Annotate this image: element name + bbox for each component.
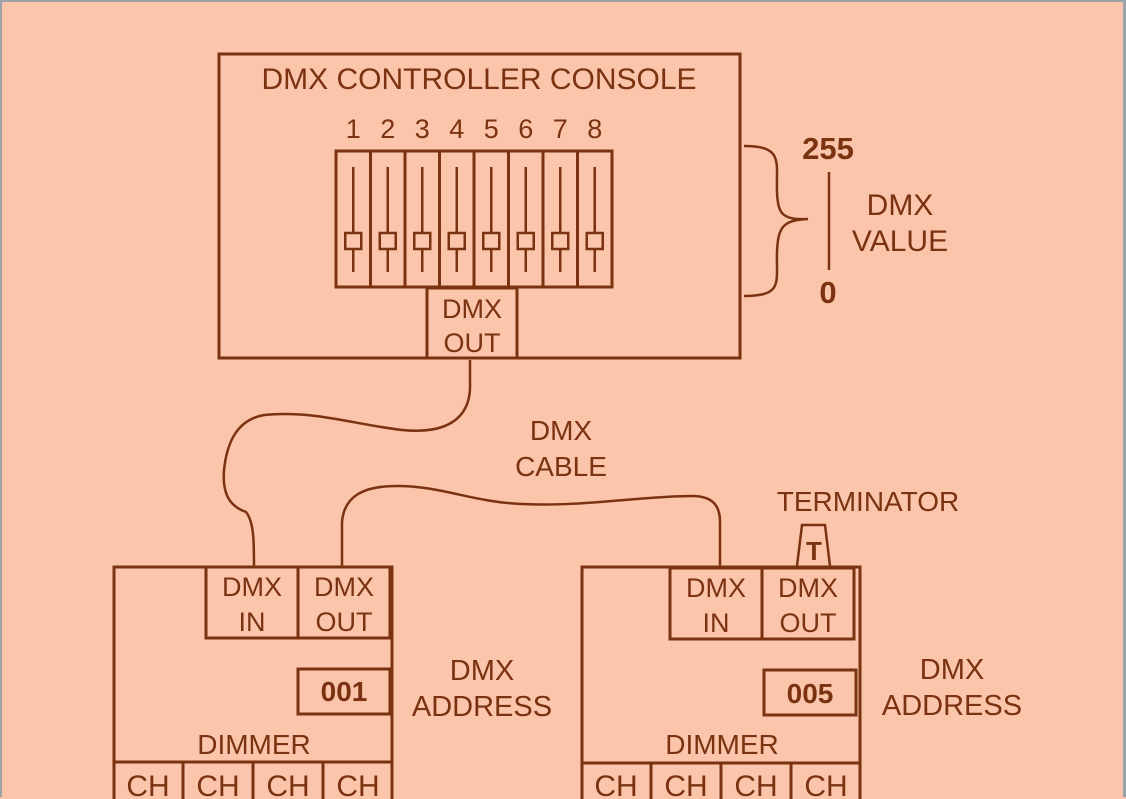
terminator-plug-icon[interactable]	[795, 523, 832, 567]
value-brace	[743, 144, 809, 298]
dimmer-2-channel[interactable]: CH	[734, 770, 777, 799]
terminator-label: TERMINATOR	[777, 486, 960, 517]
channel-number-label: 6	[518, 114, 533, 144]
dmx-cable[interactable]: DMX CABLE	[222, 360, 722, 568]
dimmer-1-channel[interactable]: CH	[266, 770, 309, 799]
channel-number-label: 2	[380, 114, 395, 144]
dimmer-2-in-line2: IN	[703, 608, 730, 638]
fader-knob[interactable]	[447, 231, 466, 251]
value-min: 0	[819, 275, 836, 310]
dimmer-1-out-line1: DMX	[314, 572, 374, 602]
dimmer-2: DMX IN DMX OUT 005 DIMMER CH CH CH CH DM…	[580, 565, 1022, 799]
dimmer-1-channel[interactable]: CH	[126, 770, 169, 799]
dimmer-1: DMX IN DMX OUT 001 DIMMER CH CH CH CH DM…	[112, 565, 552, 799]
dimmer-2-out-line1: DMX	[778, 573, 838, 603]
dimmer-1-address: 001	[321, 676, 368, 707]
cable-console-to-dimmer1[interactable]	[222, 360, 472, 568]
channel-number-label: 3	[415, 114, 430, 144]
fader-knob[interactable]	[585, 231, 604, 251]
dimmer-2-channels: CH CH CH CH	[594, 763, 848, 799]
dimmer-1-in-line2: IN	[239, 607, 266, 637]
dimmer-2-address-display[interactable]	[762, 668, 858, 717]
fader-slot	[576, 149, 614, 289]
channel-number-label: 1	[346, 114, 361, 144]
console-title: DMX CONTROLLER CONSOLE	[261, 63, 696, 96]
dimmer-1-name: DIMMER	[197, 729, 311, 760]
fader-knob[interactable]	[378, 231, 397, 251]
dimmer-2-dmx-out-port[interactable]	[760, 566, 856, 641]
dimmer-2-address-label-line1: DMX	[920, 654, 984, 686]
fader-knob[interactable]	[413, 231, 432, 251]
dimmer-2-channel[interactable]: CH	[594, 770, 637, 799]
terminator[interactable]: TERMINATOR T	[777, 486, 960, 567]
fader-knob[interactable]	[551, 231, 570, 251]
dimmer-1-channel[interactable]: CH	[196, 770, 239, 799]
dimmer-1-out-line2: OUT	[316, 607, 373, 637]
dimmer-1-dmx-out-port[interactable]	[296, 565, 392, 640]
dimmer-2-in-line1: DMX	[686, 573, 746, 603]
dimmer-1-channels: CH CH CH CH	[126, 762, 380, 799]
dimmer-2-out-line2: OUT	[780, 608, 837, 638]
channel-number-label: 7	[553, 114, 568, 144]
console-dmx-out-port[interactable]	[425, 286, 519, 360]
fader-knob[interactable]	[482, 231, 501, 251]
fader-knob[interactable]	[516, 231, 535, 251]
cable-dimmer1-to-dimmer2[interactable]	[340, 484, 722, 567]
dimmer-1-address-label-line1: DMX	[450, 655, 514, 687]
fader-knob[interactable]	[344, 231, 363, 251]
dimmer-2-channel[interactable]: CH	[804, 770, 847, 799]
cable-label-line1: DMX	[530, 415, 593, 446]
dimmer-2-channel[interactable]: CH	[664, 770, 707, 799]
console-out-line2: OUT	[444, 328, 501, 358]
value-label-line2: VALUE	[852, 225, 948, 258]
dimmer-1-channel[interactable]: CH	[336, 770, 379, 799]
dimmer-1-address-display[interactable]	[296, 667, 392, 716]
dimmer-2-name: DIMMER	[665, 729, 779, 760]
channel-number-label: 5	[484, 114, 499, 144]
dimmer-2-address-label-line2: ADDRESS	[882, 690, 1022, 722]
dimmer-1-address-label-line2: ADDRESS	[412, 691, 552, 723]
channel-number-label: 8	[587, 114, 602, 144]
cable-label-line2: CABLE	[515, 451, 607, 482]
channel-number-label: 4	[449, 114, 464, 144]
terminator-glyph: T	[806, 536, 822, 566]
value-max: 255	[802, 131, 854, 166]
dimmer-1-in-line1: DMX	[222, 572, 282, 602]
value-label-line1: DMX	[867, 189, 934, 222]
console-out-line1: DMX	[442, 294, 502, 324]
dmx-value-scale: 255 0 DMX VALUE	[743, 131, 948, 310]
dimmer-2-address: 005	[787, 678, 834, 709]
